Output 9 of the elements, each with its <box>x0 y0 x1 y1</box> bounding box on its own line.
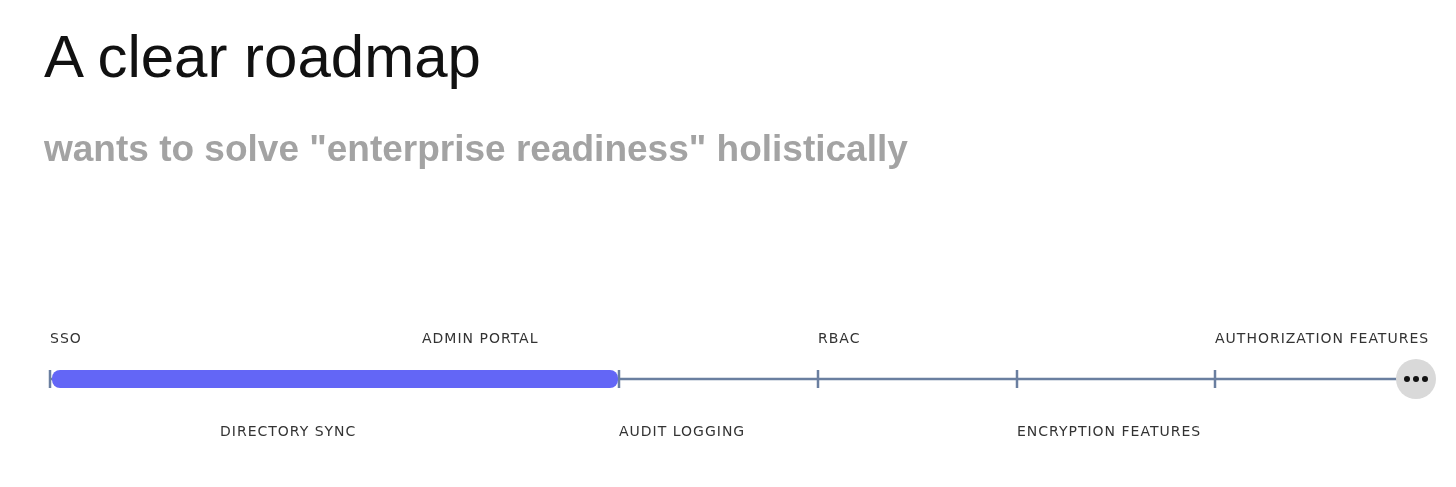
milestone-label: SSO <box>50 330 82 346</box>
title: A clear roadmap <box>44 22 481 91</box>
milestone-label: AUDIT LOGGING <box>619 423 746 439</box>
milestone-label: AUTHORIZATION FEATURES <box>1215 330 1430 346</box>
milestone-label: ENCRYPTION FEATURES <box>1017 423 1202 439</box>
subtitle: wants to solve "enterprise readiness" holistically <box>44 128 908 170</box>
milestone-label: ADMIN PORTAL <box>422 330 539 346</box>
milestone-label: RBAC <box>818 330 861 346</box>
milestone-label: DIRECTORY SYNC <box>220 423 357 439</box>
